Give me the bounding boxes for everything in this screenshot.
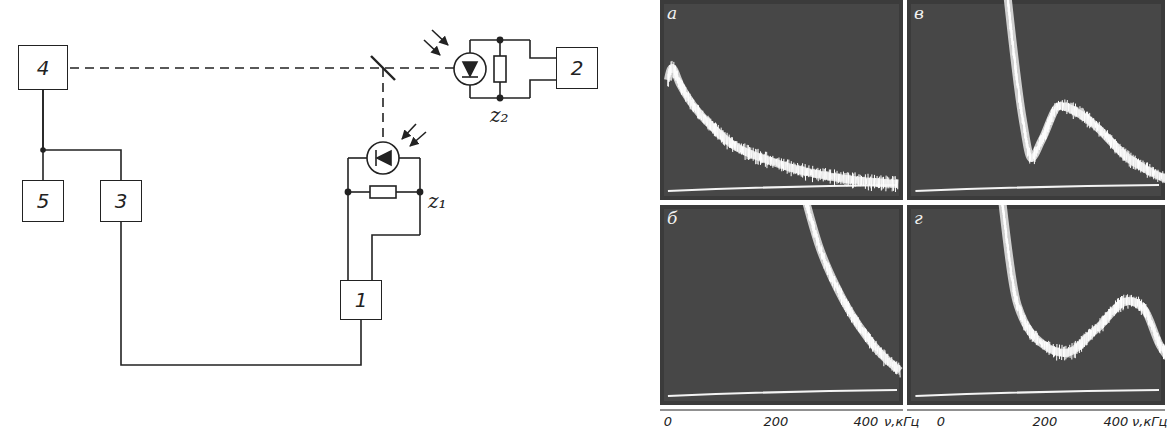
- resistor-symbol: [494, 56, 506, 82]
- baseline-trace: [915, 185, 1159, 191]
- oscillogram-panel: [660, 0, 903, 200]
- panel-letter: в: [914, 4, 924, 23]
- axis-unit-label: ν,кГц: [1132, 415, 1167, 429]
- baseline-trace: [668, 185, 897, 191]
- axis-tick-label: 400: [854, 415, 879, 429]
- block-box: 2: [556, 47, 598, 89]
- block-box: 5: [22, 180, 64, 222]
- resistor-symbol: [370, 186, 396, 198]
- photodiode-symbol: [454, 53, 486, 85]
- baseline-trace: [915, 390, 1159, 396]
- block-box: 1: [340, 280, 382, 320]
- axis-tick-label: 0: [664, 415, 672, 429]
- block-number: 1: [355, 288, 368, 312]
- noise-spectrum-trace: [1002, 205, 1165, 367]
- optical-path: [70, 56, 454, 141]
- block-number: 4: [37, 56, 50, 80]
- axis-tick-label: 400: [1104, 415, 1129, 429]
- block-box: 3: [100, 180, 142, 222]
- oscillogram-panel: [907, 205, 1165, 405]
- reflected-beam: [382, 68, 384, 141]
- block-number: 5: [37, 189, 50, 213]
- baseline-trace: [668, 390, 897, 396]
- impedance-label: z₁: [428, 190, 447, 212]
- oscillogram-panel: [660, 205, 903, 405]
- noise-spectrum-trace: [1007, 0, 1165, 183]
- noise-spectrum-trace: [668, 68, 898, 184]
- axis-unit-label: ν,кГц: [884, 415, 919, 429]
- block-number: 2: [571, 56, 584, 80]
- panel-letter: а: [667, 4, 677, 23]
- panel-letter: б: [667, 209, 677, 228]
- frequency-axis: [660, 410, 1165, 411]
- panel-letter: г: [914, 209, 923, 228]
- axis-tick-label: 200: [764, 415, 789, 429]
- block-number: 3: [115, 189, 128, 213]
- signal-wire: [121, 222, 361, 365]
- noise-spectrum-trace: [805, 205, 900, 371]
- light-beam: [70, 67, 454, 69]
- signal-wire: [43, 90, 121, 180]
- beam-splitter: [371, 56, 395, 80]
- block-box: 4: [18, 45, 68, 90]
- oscillograms: [660, 0, 1171, 405]
- axis-tick-label: 0: [937, 415, 945, 429]
- oscillogram-panel: [907, 0, 1165, 200]
- photodiode-symbol: [367, 142, 399, 174]
- photodiode-circuit-1: [345, 124, 426, 280]
- impedance-label: z₂: [490, 104, 509, 126]
- axis-tick-label: 200: [1033, 415, 1058, 429]
- photodiode-circuit-2: [424, 30, 556, 101]
